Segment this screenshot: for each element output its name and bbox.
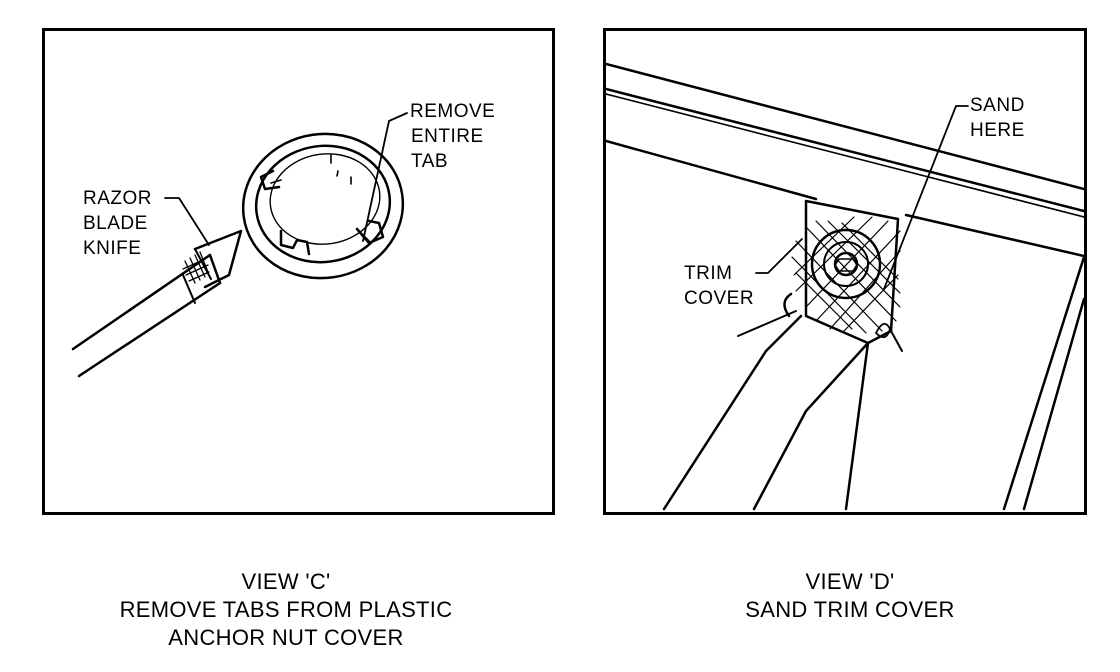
view-d-panel: SAND HERE TRIM COVER [603,28,1087,515]
anchor-nut-cover-outer [241,132,405,280]
sand-here-label: SAND HERE [970,95,1025,141]
view-c-caption: VIEW 'C' REMOVE TABS FROM PLASTIC ANCHOR… [66,568,506,652]
sanding-hatch [791,216,901,334]
cover-tab-left [259,169,281,191]
remove-tab-leader [362,112,408,242]
view-c-caption-line-1: REMOVE TABS FROM PLASTIC [119,597,453,622]
trim-cover-leader [755,238,803,274]
cover-tab-right [355,219,385,245]
view-c-caption-title: VIEW 'C' [241,569,331,594]
razor-knife-body [71,253,222,378]
view-d-caption-title: VIEW 'D' [805,569,895,594]
trim-cover-label: TRIM COVER [684,263,755,309]
view-d-illustration [606,62,1084,511]
razor-blade-knife-label: RAZOR BLADE KNIFE [83,188,152,259]
razor-knife-blade [193,229,243,289]
razor-knife-leader [164,197,210,246]
view-d-caption: VIEW 'D' SAND TRIM COVER [660,568,1040,624]
view-c-caption-line-2: ANCHOR NUT COVER [168,625,404,650]
view-d-caption-line-1: SAND TRIM COVER [745,597,955,622]
roof-rail [606,62,1084,213]
trim-washer [810,228,882,300]
sand-here-leader [883,105,969,290]
anchor-nut-cover-inner [254,144,392,264]
remove-tab-label: REMOVE ENTIRE TAB [410,101,496,172]
view-c-panel: REMOVE ENTIRE TAB RAZOR BLADE KNIFE [42,28,555,515]
cover-tab-bottom [279,229,311,256]
trim-cover [804,199,900,345]
view-c-illustration [71,112,408,378]
